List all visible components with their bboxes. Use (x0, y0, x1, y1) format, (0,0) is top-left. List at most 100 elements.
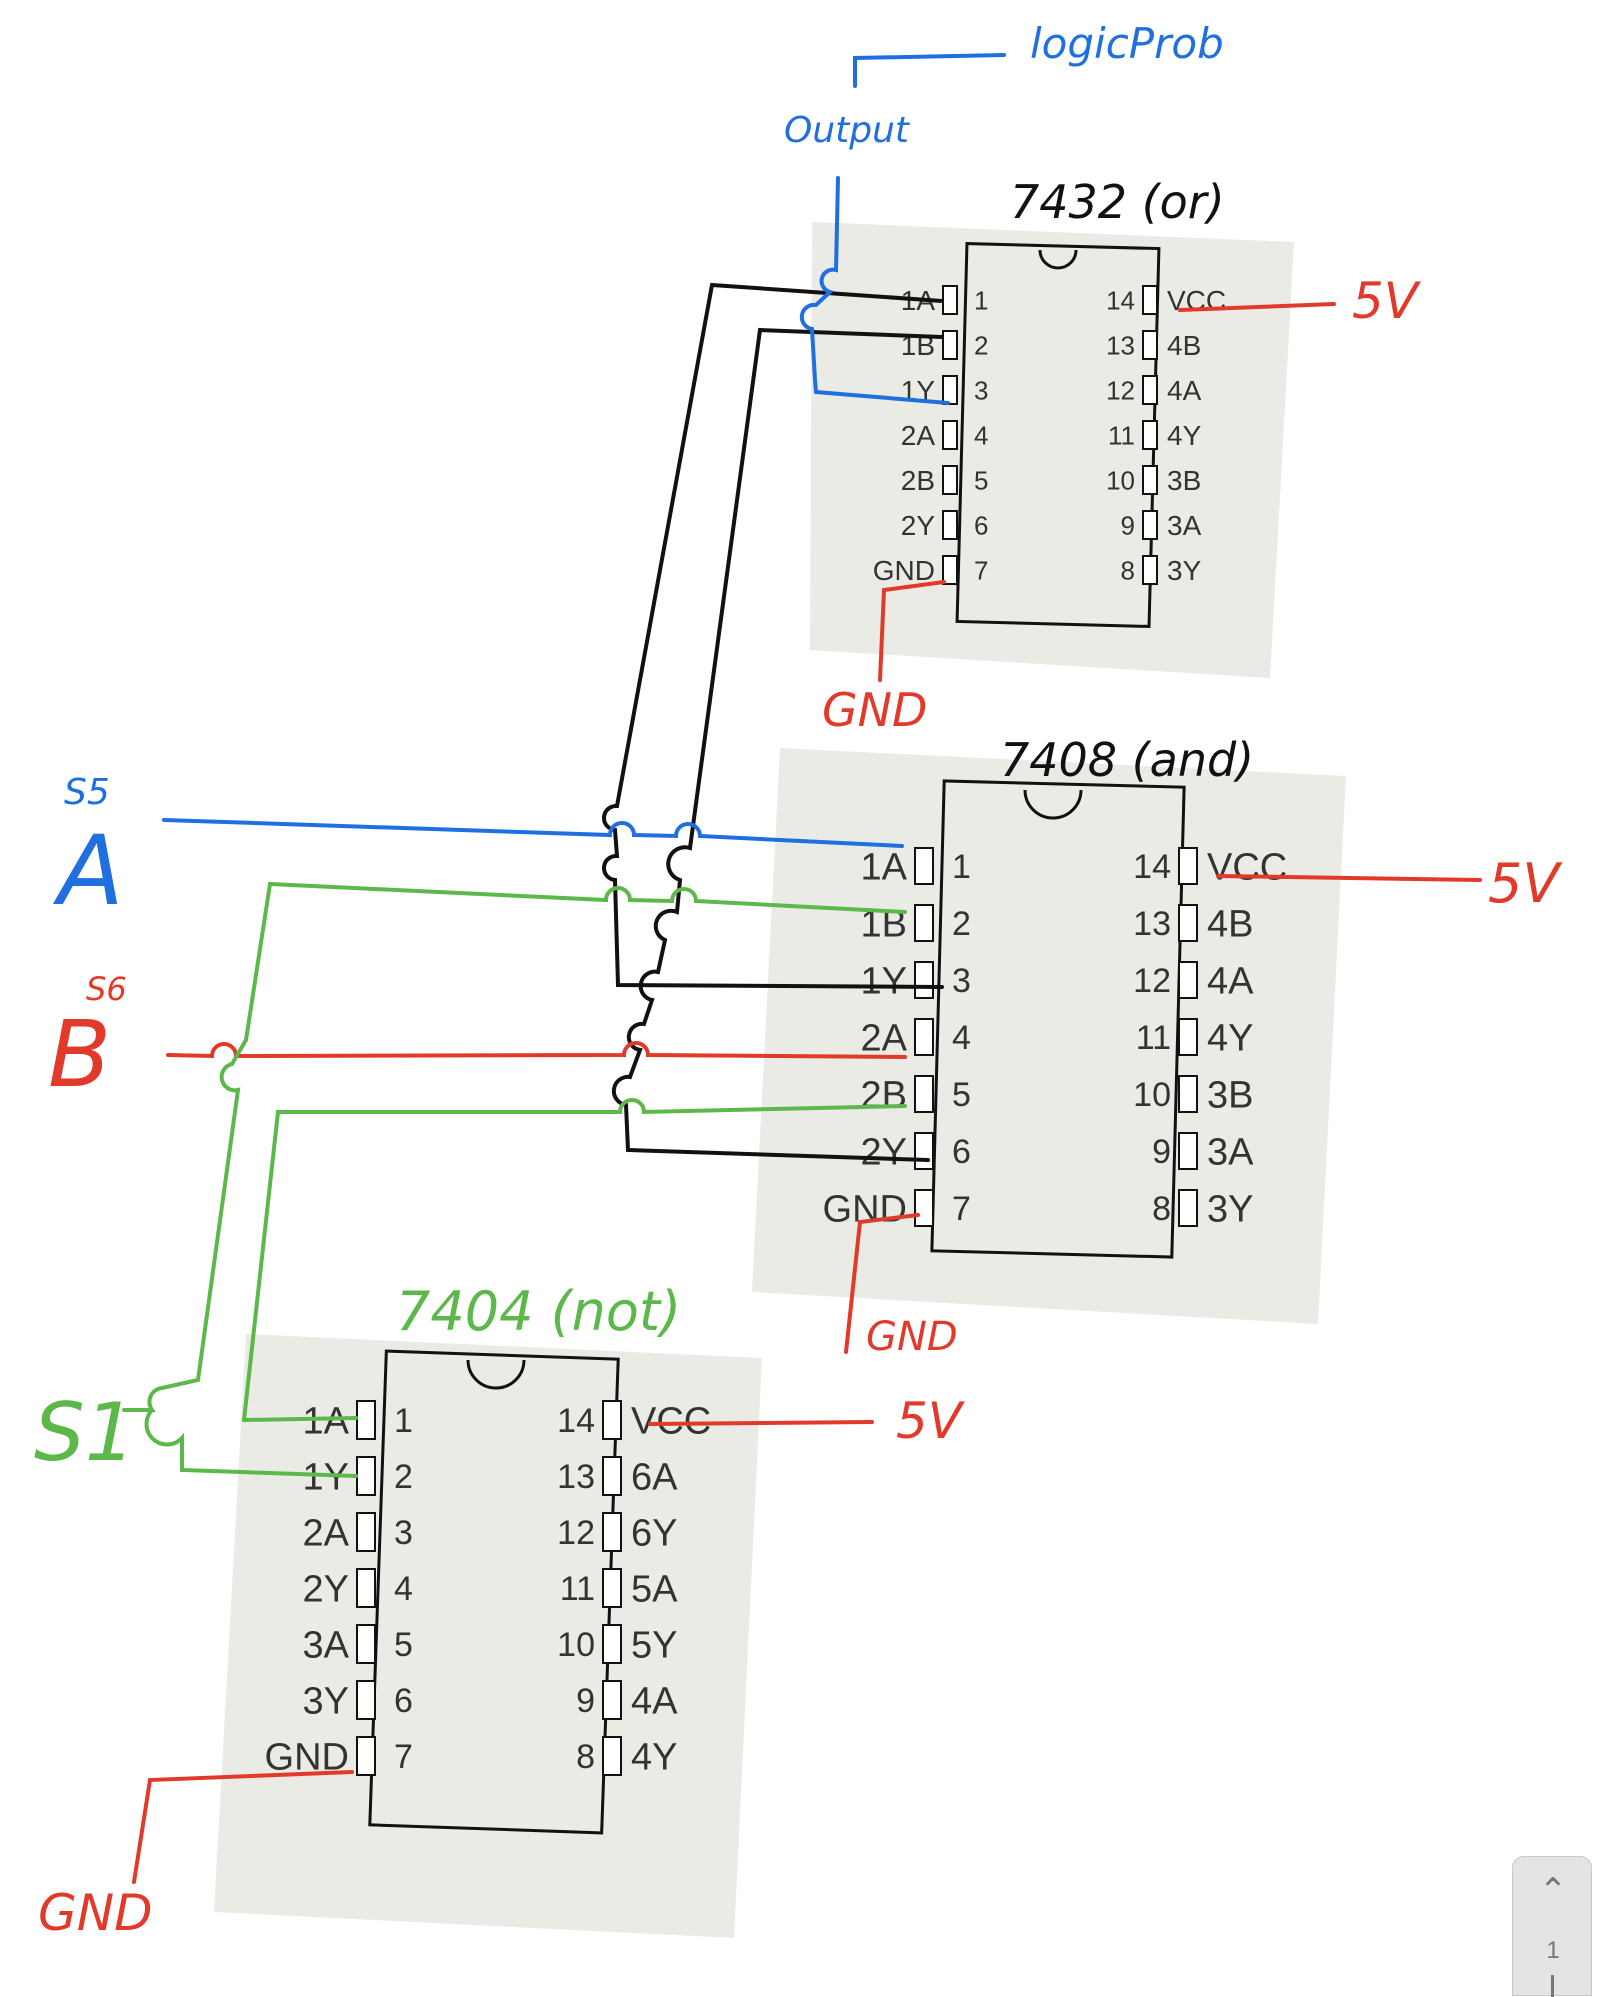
chip-7404-pin-number: 14 (557, 1402, 595, 1440)
chip-7408-pin-6 (914, 1132, 934, 1170)
chip-7432-pin-label: GND (873, 555, 935, 586)
chip-7432-pin-label: 3A (1167, 510, 1202, 541)
chip-7408-pin-12 (1178, 961, 1198, 999)
chip-7432-pin-number: 14 (1106, 285, 1135, 315)
chip-7404-pin-label: 3Y (303, 1681, 349, 1723)
chip-7432-pin-label: 4A (1167, 375, 1202, 406)
chip-7404-pin-9 (602, 1680, 622, 1720)
page-indicator-bar (1551, 1975, 1554, 1997)
chip-7408-pin-number: 12 (1133, 962, 1171, 1000)
chip-7432-pin-label: 3Y (1167, 555, 1202, 586)
chip-7432-pin-2 (942, 330, 958, 360)
chip-7408-pin-10 (1178, 1075, 1198, 1113)
wire-blue-output (799, 53, 1006, 405)
chip-7404-pin-label: 5A (631, 1569, 678, 1611)
chip-7432-pin-4 (942, 420, 958, 450)
chip-7432-pin-number: 3 (974, 375, 988, 405)
chip-7408-pin-label: 4A (1207, 961, 1254, 1003)
s6-label: S6 (86, 970, 127, 1008)
chip-7404-pin-label: 6A (631, 1457, 678, 1499)
chip-7404-pin-label: 6Y (631, 1513, 677, 1555)
chip-7432-pin-number: 9 (1121, 510, 1135, 540)
wire-black-1y-to-or (602, 282, 944, 989)
chip-7408-pin-number: 3 (952, 962, 971, 1000)
chip-7408-pin-2 (914, 904, 934, 942)
wire-blue-a (162, 818, 904, 848)
s5-label: S5 (64, 772, 110, 813)
chip-7404-pin-number: 5 (394, 1626, 413, 1664)
chip-7404-pin-label: 2Y (303, 1569, 349, 1611)
chip-7408-pin-number: 9 (1152, 1133, 1171, 1171)
chip-7408-pin-8 (1178, 1189, 1198, 1227)
chip-7404-pin-number: 6 (394, 1682, 413, 1720)
chip-7432-pin-number: 4 (974, 420, 988, 450)
fivev-label-or: 5V (1352, 272, 1422, 330)
chip-7432-pin-number: 1 (974, 285, 988, 315)
chip-7408-pin-label: 4B (1207, 904, 1253, 946)
chip-7408-pin-7 (914, 1189, 934, 1227)
wire-red-b (166, 1041, 907, 1059)
chip-7404-pin-label: 4A (631, 1681, 678, 1723)
chip-7404-pin-number: 1 (394, 1402, 413, 1440)
chip-7432-pin-1 (942, 285, 958, 315)
chip-7404-pin-5 (356, 1624, 376, 1664)
wire-black-2y-to-or (611, 327, 944, 1162)
chip-7408-pin-label: 4Y (1207, 1018, 1253, 1060)
chip-7432-pin-label: VCC (1167, 285, 1226, 316)
chip-7432-pin-6 (942, 510, 958, 540)
chip-7408-pin-4 (914, 1018, 934, 1056)
chip-7404-pin-4 (356, 1568, 376, 1608)
chip-7432-pin-12 (1142, 375, 1158, 405)
chip-7408-pin-label: 3Y (1207, 1189, 1253, 1231)
chip-7404-pin-3 (356, 1512, 376, 1552)
chip-7408-pin-number: 6 (952, 1133, 971, 1171)
wire-green (122, 881, 907, 1478)
fivev-label-not: 5V (896, 1392, 966, 1450)
chip-7408 (752, 748, 1346, 1324)
chip-7404-pin-number: 12 (557, 1514, 595, 1552)
chip-7432-pin-label: 2Y (901, 510, 936, 541)
chip-7408-pin-1 (914, 847, 934, 885)
chip-7404-pin-label: 4Y (631, 1737, 677, 1779)
wire-red-vcc-and (1216, 874, 1482, 882)
chip-7404 (214, 1334, 762, 1938)
chip-7404-pin-number: 13 (557, 1458, 595, 1496)
chip-7408-pin-number: 1 (952, 848, 971, 886)
chip-7404-pin-number: 3 (394, 1514, 413, 1552)
chip-7408-pin-number: 8 (1152, 1190, 1171, 1228)
chip-7432-pin-label: 4Y (1167, 420, 1202, 451)
gnd-label-not: GND (38, 1884, 153, 1942)
chip-7408-pin-9 (1178, 1132, 1198, 1170)
chip-7408-pin-label: 2A (861, 1018, 908, 1060)
chip-7408-pin-number: 14 (1133, 848, 1171, 886)
wire-red-vcc-or (1178, 302, 1336, 312)
chip-7408-pin-number: 11 (1136, 1019, 1171, 1057)
chip-7432-pin-11 (1142, 420, 1158, 450)
chip-7404-pin-number: 10 (557, 1626, 595, 1664)
chevron-up-icon[interactable]: ⌃ (1538, 1871, 1568, 1911)
page-number: 1 (1546, 1937, 1560, 1964)
chip-7404-pin-11 (602, 1568, 622, 1608)
chip-title-7432: 7432 (or) (1010, 175, 1225, 229)
chip-7432-pin-label: 4B (1167, 330, 1201, 361)
gnd-label-and: GND (866, 1314, 958, 1360)
chip-7408-pin-number: 4 (952, 1019, 971, 1057)
chip-7432-pin-number: 13 (1106, 330, 1135, 360)
gnd-label-or: GND (822, 683, 927, 737)
chip-7432-pin-8 (1142, 555, 1158, 585)
fivev-label-and: 5V (1488, 852, 1563, 915)
chip-7404-pin-number: 4 (394, 1570, 413, 1608)
chip-7404-pin-6 (356, 1680, 376, 1720)
chip-7404-pin-number: 8 (576, 1738, 595, 1776)
chip-7404-pin-label: 2A (303, 1513, 350, 1555)
page-indicator[interactable]: ⌃ 1 (1512, 1856, 1592, 1997)
chip-7432-pin-number: 5 (974, 465, 988, 495)
chip-7432-pin-label: 3B (1167, 465, 1201, 496)
chip-7432-pin-5 (942, 465, 958, 495)
chip-7432-pin-number: 6 (974, 510, 988, 540)
chip-title-7408: 7408 (and) (1000, 733, 1254, 787)
chip-7408-pin-label: 1Y (861, 961, 907, 1003)
chip-7408-pin-number: 5 (952, 1076, 971, 1114)
wire-red-vcc-not (648, 1420, 874, 1426)
chip-7404-pin-14 (602, 1400, 622, 1440)
